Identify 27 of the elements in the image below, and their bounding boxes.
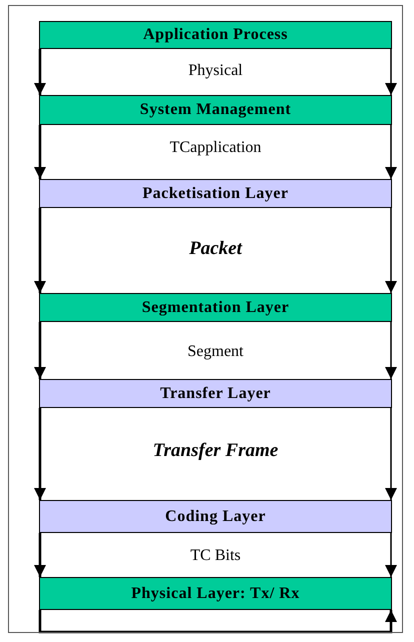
arrow (34, 125, 46, 179)
arrow (34, 322, 46, 379)
arrow (38, 610, 397, 634)
arrow (34, 408, 46, 500)
arrow (385, 408, 397, 500)
layer-box: Application Process (39, 21, 392, 49)
data-unit-label: TCapplication (170, 139, 262, 157)
layer-box: System Management (39, 95, 392, 125)
arrow (385, 533, 397, 577)
arrow (385, 208, 397, 293)
layer-box: Coding Layer (39, 500, 392, 533)
arrow (385, 49, 397, 95)
data-unit-label: Transfer Frame (152, 440, 278, 462)
arrow (34, 208, 46, 293)
layer-box: Segmentation Layer (39, 293, 392, 322)
outer-frame (8, 5, 403, 633)
layer-box: Packetisation Layer (39, 179, 392, 208)
arrow (385, 125, 397, 179)
data-unit-label: Packet (189, 238, 242, 260)
data-unit-label: TC Bits (190, 547, 241, 565)
data-unit-label: Physical (188, 62, 243, 80)
arrow (34, 533, 46, 577)
arrow (34, 49, 46, 95)
data-unit-label: Segment (188, 343, 244, 361)
arrow (385, 322, 397, 379)
layer-box: Physical Layer: Tx/ Rx (39, 577, 392, 610)
layer-box: Transfer Layer (39, 379, 392, 408)
